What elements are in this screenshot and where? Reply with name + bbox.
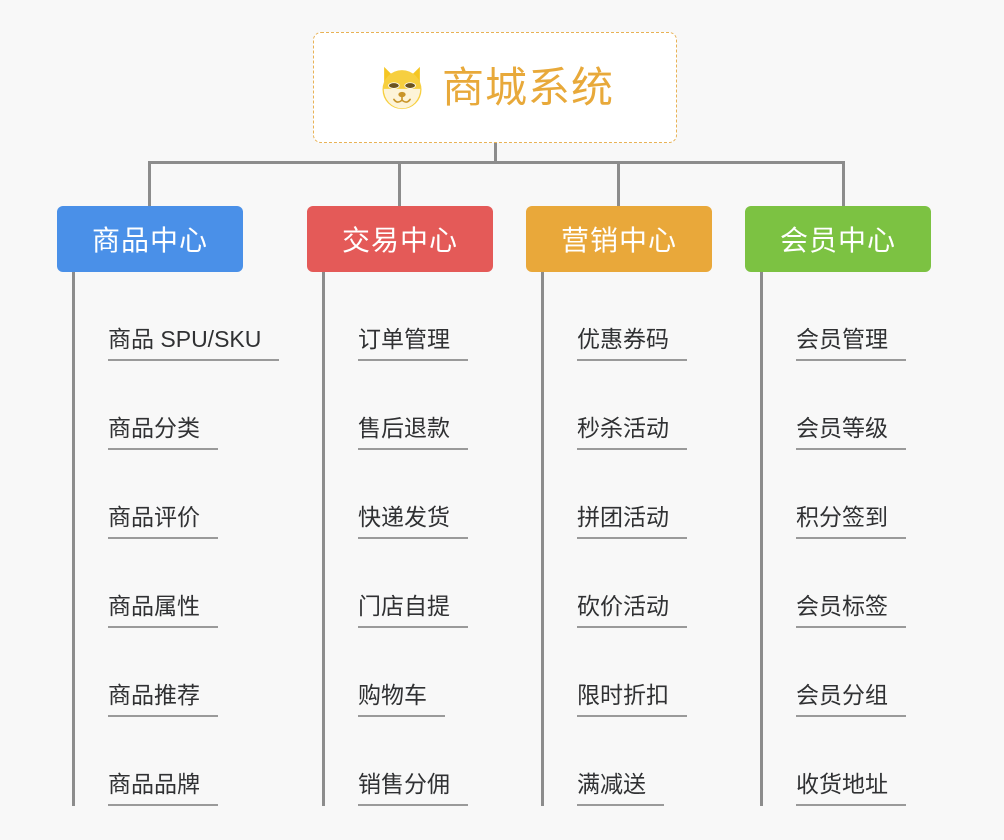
leaf-item[interactable]: 门店自提 [322, 539, 468, 628]
connector-root-stem [494, 143, 497, 164]
column-trade-center: 交易中心订单管理售后退款快递发货门店自提购物车销售分佣 [307, 206, 493, 806]
column-trunk-member-center [760, 272, 763, 806]
leaf-item[interactable]: 购物车 [322, 628, 468, 717]
column-marketing-center: 营销中心优惠券码秒杀活动拼团活动砍价活动限时折扣满减送 [526, 206, 712, 806]
leaf-item[interactable]: 限时折扣 [541, 628, 687, 717]
leaf-item-label: 商品评价 [108, 504, 218, 539]
leaf-item-label: 门店自提 [358, 593, 468, 628]
leaf-item-label: 订单管理 [358, 326, 468, 361]
leaf-item[interactable]: 会员等级 [760, 361, 906, 450]
leaf-item-label: 销售分佣 [358, 771, 468, 806]
column-trunk-trade-center [322, 272, 325, 806]
connector-drop-trade-center [398, 161, 401, 206]
column-header-label: 营销中心 [560, 225, 677, 256]
column-header-product-center[interactable]: 商品中心 [57, 206, 243, 272]
leaf-item[interactable]: 优惠券码 [541, 272, 687, 361]
leaf-item[interactable]: 满减送 [541, 717, 687, 806]
column-header-label: 交易中心 [341, 225, 458, 256]
leaf-item-label: 快递发货 [358, 504, 468, 539]
connector-drop-marketing-center [617, 161, 620, 206]
leaf-item-label: 商品推荐 [108, 682, 218, 717]
leaf-item[interactable]: 拼团活动 [541, 450, 687, 539]
leaf-item[interactable]: 商品推荐 [72, 628, 279, 717]
leaf-item-label: 售后退款 [358, 415, 468, 450]
leaf-item[interactable]: 商品属性 [72, 539, 279, 628]
leaf-item-label: 砍价活动 [577, 593, 687, 628]
root-node-mall-system[interactable]: 商城系统 [313, 32, 677, 143]
leaf-item[interactable]: 会员管理 [760, 272, 906, 361]
leaf-list-marketing-center: 优惠券码秒杀活动拼团活动砍价活动限时折扣满减送 [541, 272, 687, 806]
leaf-item-label: 商品属性 [108, 593, 218, 628]
leaf-item-label: 商品品牌 [108, 771, 218, 806]
column-header-member-center[interactable]: 会员中心 [745, 206, 931, 272]
leaf-item[interactable]: 砍价活动 [541, 539, 687, 628]
leaf-item[interactable]: 会员分组 [760, 628, 906, 717]
leaf-item-label: 购物车 [358, 682, 445, 717]
leaf-item[interactable]: 快递发货 [322, 450, 468, 539]
connector-drop-product-center [148, 161, 151, 206]
leaf-item[interactable]: 收货地址 [760, 717, 906, 806]
column-trunk-product-center [72, 272, 75, 806]
leaf-list-member-center: 会员管理会员等级积分签到会员标签会员分组收货地址 [760, 272, 906, 806]
leaf-list-product-center: 商品 SPU/SKU 商品分类商品评价商品属性商品推荐商品品牌 [72, 272, 280, 806]
leaf-item-label: 会员管理 [796, 326, 906, 361]
leaf-item[interactable]: 销售分佣 [322, 717, 468, 806]
connector-drop-member-center [842, 161, 845, 206]
leaf-item-label: 拼团活动 [577, 504, 687, 539]
column-header-label: 商品中心 [91, 225, 208, 256]
leaf-item-label: 积分签到 [796, 504, 906, 539]
leaf-item-label: 满减送 [577, 771, 664, 806]
leaf-item[interactable]: 秒杀活动 [541, 361, 687, 450]
shiba-dog-face-icon [382, 66, 422, 111]
leaf-list-trade-center: 订单管理售后退款快递发货门店自提购物车销售分佣 [322, 272, 468, 806]
column-header-label: 会员中心 [779, 225, 896, 256]
root-title: 商城系统 [441, 63, 614, 111]
column-header-trade-center[interactable]: 交易中心 [307, 206, 493, 272]
leaf-item[interactable]: 订单管理 [322, 272, 468, 361]
leaf-item-label: 秒杀活动 [577, 415, 687, 450]
leaf-item[interactable]: 积分签到 [760, 450, 906, 539]
leaf-item-label: 商品分类 [108, 415, 218, 450]
leaf-item-label: 收货地址 [796, 771, 906, 806]
leaf-item-label: 会员分组 [796, 682, 906, 717]
connector-horizontal-bus [148, 161, 845, 164]
leaf-item[interactable]: 商品评价 [72, 450, 279, 539]
leaf-item-label: 会员等级 [796, 415, 906, 450]
leaf-item[interactable]: 会员标签 [760, 539, 906, 628]
leaf-item-label: 会员标签 [796, 593, 906, 628]
leaf-item[interactable]: 商品分类 [72, 361, 279, 450]
column-member-center: 会员中心会员管理会员等级积分签到会员标签会员分组收货地址 [745, 206, 931, 806]
column-header-marketing-center[interactable]: 营销中心 [526, 206, 712, 272]
leaf-item[interactable]: 商品品牌 [72, 717, 279, 806]
leaf-item[interactable]: 商品 SPU/SKU [72, 272, 280, 361]
leaf-item[interactable]: 售后退款 [322, 361, 468, 450]
column-trunk-marketing-center [541, 272, 544, 806]
column-product-center: 商品中心商品 SPU/SKU 商品分类商品评价商品属性商品推荐商品品牌 [57, 206, 280, 806]
leaf-item-label: 限时折扣 [577, 682, 687, 717]
leaf-item-label: 商品 SPU/SKU [108, 326, 280, 361]
leaf-item-label: 优惠券码 [577, 326, 687, 361]
